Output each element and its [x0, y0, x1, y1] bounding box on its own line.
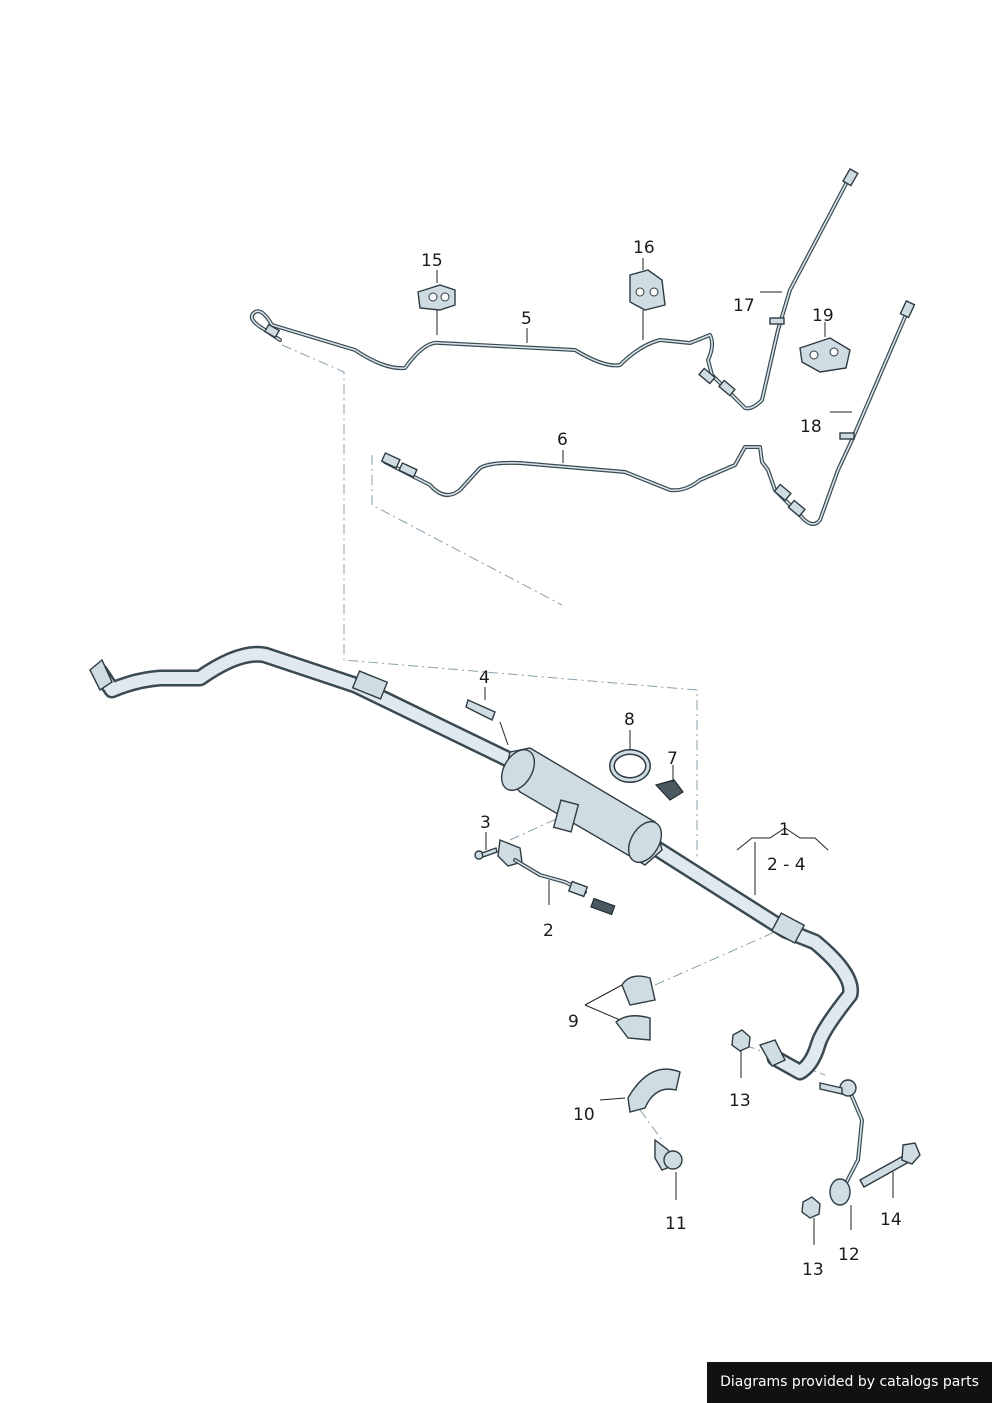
stabilizer-bar: [89, 645, 860, 1081]
callout-18: 18: [800, 417, 822, 437]
clamp-8: [609, 749, 651, 783]
callout-2-4: 2 - 4: [767, 855, 806, 875]
brake-line-6: [380, 300, 916, 526]
bolt-14: [859, 1142, 921, 1188]
bushing-9: [615, 975, 656, 1041]
callout-4: 4: [479, 668, 490, 688]
brake-line-5: [249, 167, 859, 411]
callout-8: 8: [624, 710, 635, 730]
callout-5: 5: [521, 309, 532, 329]
callout-3: 3: [480, 813, 491, 833]
bracket-10: [627, 1068, 681, 1113]
callout-17: 17: [733, 296, 755, 316]
callout-11: 11: [665, 1214, 687, 1234]
clip-15: [417, 284, 456, 311]
clip-16: [629, 269, 666, 311]
clip-19: [799, 337, 851, 373]
callout-6: 6: [557, 430, 568, 450]
callout-16: 16: [633, 238, 655, 258]
callout-15: 15: [421, 251, 443, 271]
bolt-11: [654, 1138, 683, 1171]
leader-lines: [436, 258, 894, 1245]
nut-13-lower: [801, 1196, 821, 1219]
sensor-2: [497, 839, 616, 916]
callout-13-upper: 13: [729, 1091, 751, 1111]
bolt-4: [465, 699, 496, 721]
callout-2: 2: [543, 921, 554, 941]
callout-14: 14: [880, 1210, 902, 1230]
callout-19: 19: [812, 306, 834, 326]
watermark-banner: Diagrams provided by catalogs parts: [707, 1362, 992, 1403]
callout-9: 9: [568, 1012, 579, 1032]
callout-1: 1: [779, 820, 790, 840]
callout-12: 12: [838, 1245, 860, 1265]
callout-7: 7: [667, 749, 678, 769]
assembly-guide-lines: [281, 344, 826, 1141]
nut-13-upper: [731, 1029, 751, 1052]
callout-13-lower: 13: [802, 1260, 824, 1280]
stabilizer-actuator: [500, 747, 663, 866]
callout-10: 10: [573, 1105, 595, 1125]
part-7: [654, 779, 684, 801]
screw-3: [474, 847, 498, 860]
coupling-rod-12: [819, 1079, 864, 1206]
